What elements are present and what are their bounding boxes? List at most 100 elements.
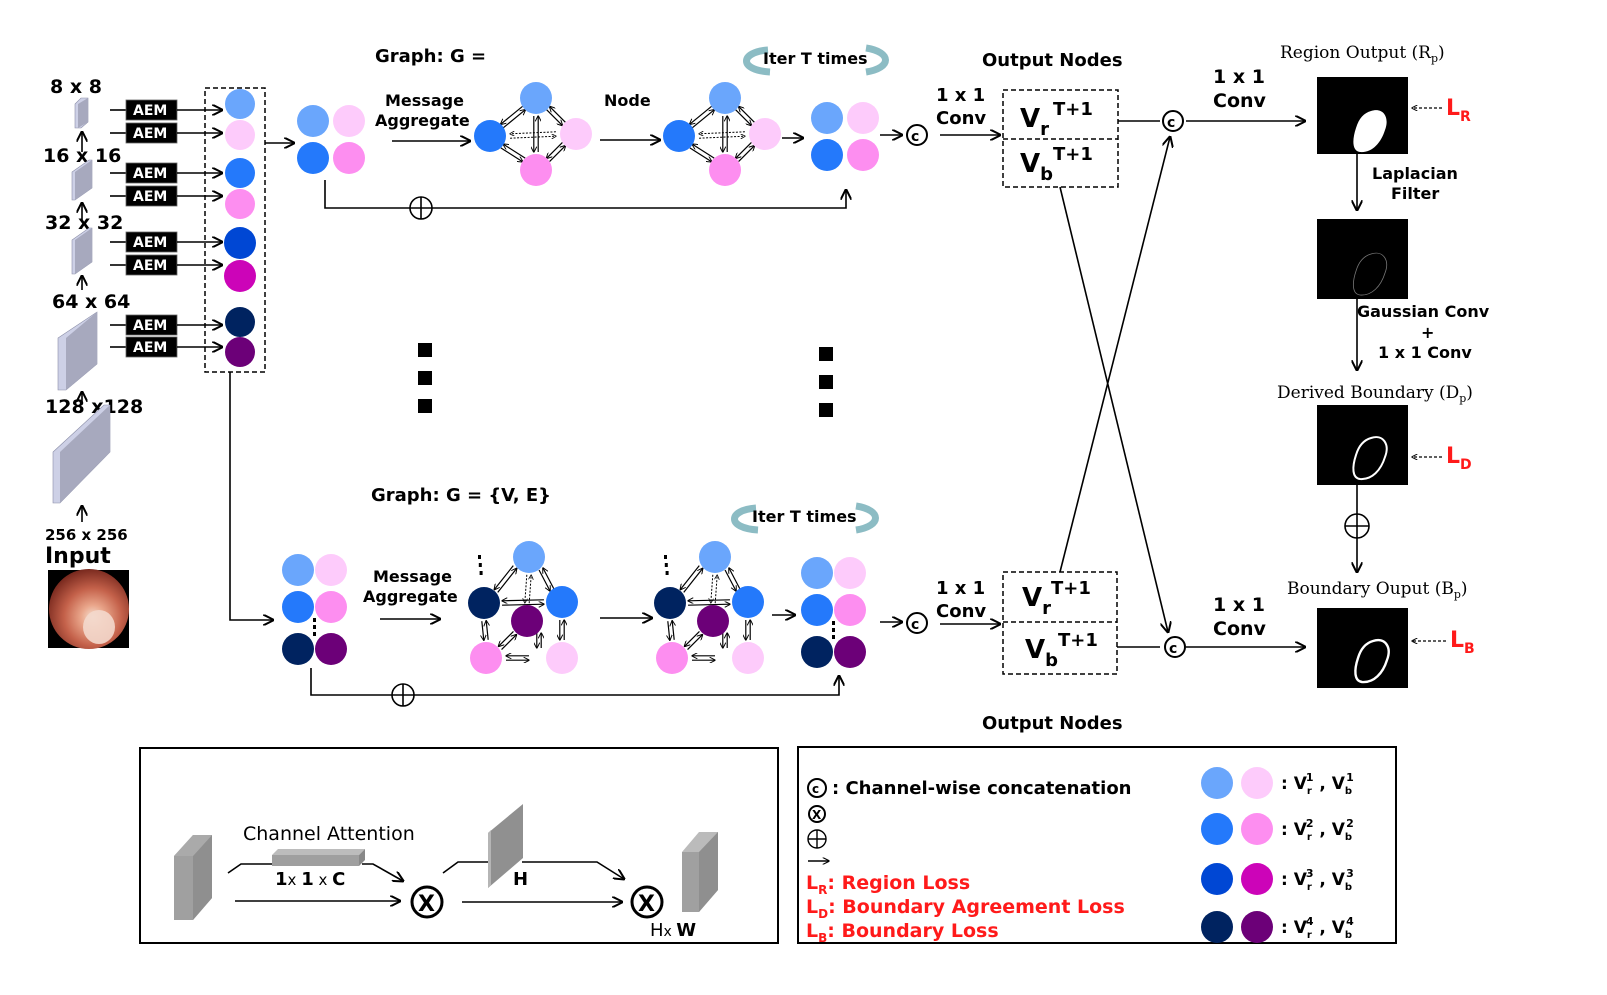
legend-pair-label: : Vr3 , Vb3	[1281, 867, 1354, 893]
vr1-node	[801, 557, 833, 589]
scale-label-64: 64 x 64	[52, 291, 130, 313]
vb4-node	[225, 337, 255, 367]
edge-arrow	[683, 568, 703, 593]
scale-label-16: 16 x 16	[43, 145, 121, 167]
edge-arrow	[692, 110, 714, 129]
vb1-node	[749, 118, 781, 150]
aem-label: AEM	[133, 235, 167, 251]
vb1-node	[333, 105, 365, 137]
top-node-label: Node	[604, 91, 651, 110]
aem-block: AEM	[110, 162, 222, 184]
gaussian-label-2: +	[1421, 323, 1434, 342]
aem-label: AEM	[133, 340, 167, 356]
legend-vr-node	[1201, 863, 1233, 895]
ellipsis-dot	[664, 555, 667, 559]
input-label: Input	[45, 544, 111, 569]
ellipsis-dot	[665, 571, 669, 575]
ellipsis-dot	[478, 563, 482, 567]
aem-output-feature	[682, 832, 718, 912]
svg-text:c: c	[911, 617, 919, 633]
right-conv-bottom-1: 1 x 1	[1213, 594, 1265, 616]
top-conv-label-2: Conv	[936, 108, 986, 129]
top-iter-indicator: Iter T times	[743, 44, 889, 76]
cross-connections	[1059, 121, 1305, 647]
bottom-conv-label-1: 1 x 1	[936, 578, 985, 599]
edge-arrow	[503, 144, 526, 159]
legend-vr-node	[1201, 911, 1233, 943]
top-input-nodes	[297, 105, 365, 174]
top-message-label: Message	[385, 91, 464, 110]
vr1-node	[811, 102, 843, 134]
top-graph-1	[474, 82, 592, 186]
edge-arrow	[729, 568, 741, 590]
aem-input-feature	[174, 835, 212, 920]
ellipsis-dot	[664, 563, 668, 567]
region-output-image	[1317, 77, 1408, 154]
edge-arrow	[494, 565, 514, 590]
top-output-nodes	[811, 102, 879, 171]
vb1-node	[560, 118, 592, 150]
loss-b-label: LB	[1450, 628, 1475, 657]
boundary-add-icon	[1344, 513, 1370, 539]
vb2-node	[709, 154, 741, 186]
aem-label: AEM	[133, 318, 167, 334]
ellipsis-dot	[478, 555, 481, 559]
edge-arrow	[724, 569, 736, 591]
aem-block: AEM	[110, 122, 222, 144]
aem-detail-panel: Channel Attention 1x 1 x C X H X	[139, 747, 779, 944]
svg-text:c: c	[1169, 641, 1177, 657]
ellipsis-dot	[832, 635, 835, 639]
input-endoscopy-image	[48, 569, 129, 649]
top-graph-2	[663, 82, 781, 186]
ellipsis-dot	[313, 618, 316, 622]
edge-arrow	[668, 621, 670, 640]
vr2-node	[474, 120, 506, 152]
edge-arrow	[503, 110, 525, 129]
top-graph-label: Graph: G =	[375, 46, 486, 67]
aem-label: AEM	[133, 258, 167, 274]
edge-arrow	[689, 147, 712, 162]
top-vr-node: VrT+1	[1020, 99, 1093, 140]
top-conv-label-1: 1 x 1	[936, 85, 985, 106]
legend-vr-node	[1201, 767, 1233, 799]
edge-arrow	[550, 106, 566, 123]
top-aggregate-label: Aggregate	[375, 111, 470, 130]
right-concat-bottom-icon: c	[1164, 636, 1186, 658]
svg-text:c: c	[812, 782, 819, 796]
edge-arrow	[501, 635, 517, 650]
vb2-node	[333, 142, 365, 174]
ellipsis-dot	[479, 571, 483, 575]
vr1-node	[520, 82, 552, 114]
aem-block: AEM	[110, 185, 222, 207]
edge-arrow	[699, 136, 745, 138]
spatial-attention-map	[488, 804, 523, 888]
aem-block: AEM	[110, 231, 222, 253]
vr4-node	[801, 636, 833, 668]
svg-text:X: X	[638, 892, 655, 917]
laplacian-label-1: Laplacian	[1372, 164, 1458, 183]
vb2-node	[315, 591, 347, 623]
edge-arrow	[502, 604, 544, 605]
feature-map-64	[57, 311, 98, 391]
bottom-output-nodes-title: Output Nodes	[982, 713, 1123, 734]
edge-arrow	[688, 600, 730, 601]
vr1-node	[709, 82, 741, 114]
vb1-node	[732, 642, 764, 674]
vb2-node	[225, 189, 255, 219]
svg-text:X: X	[418, 892, 435, 917]
edge-arrow	[486, 621, 488, 640]
aem-block: AEM	[110, 254, 222, 276]
top-vb-node: VbT+1	[1020, 144, 1093, 185]
top-iter-label: Iter T times	[763, 49, 868, 68]
legend-concat-icon: c	[807, 778, 827, 798]
right-conv-top-1: 1 x 1	[1213, 66, 1265, 88]
edge-arrow	[680, 565, 700, 590]
legend-node-pairs: : Vr1 , Vb1: Vr2 , Vb2: Vr3 , Vb3: Vr4 ,…	[1201, 767, 1354, 943]
vb2-node	[470, 642, 502, 674]
feature-map-32	[71, 227, 93, 275]
vr4-node	[468, 587, 500, 619]
vb1-node	[225, 120, 255, 150]
legend-loss-b: LB: Boundary Loss	[806, 920, 999, 945]
edge-arrow	[510, 132, 556, 134]
aem-block: AEM	[110, 314, 222, 336]
